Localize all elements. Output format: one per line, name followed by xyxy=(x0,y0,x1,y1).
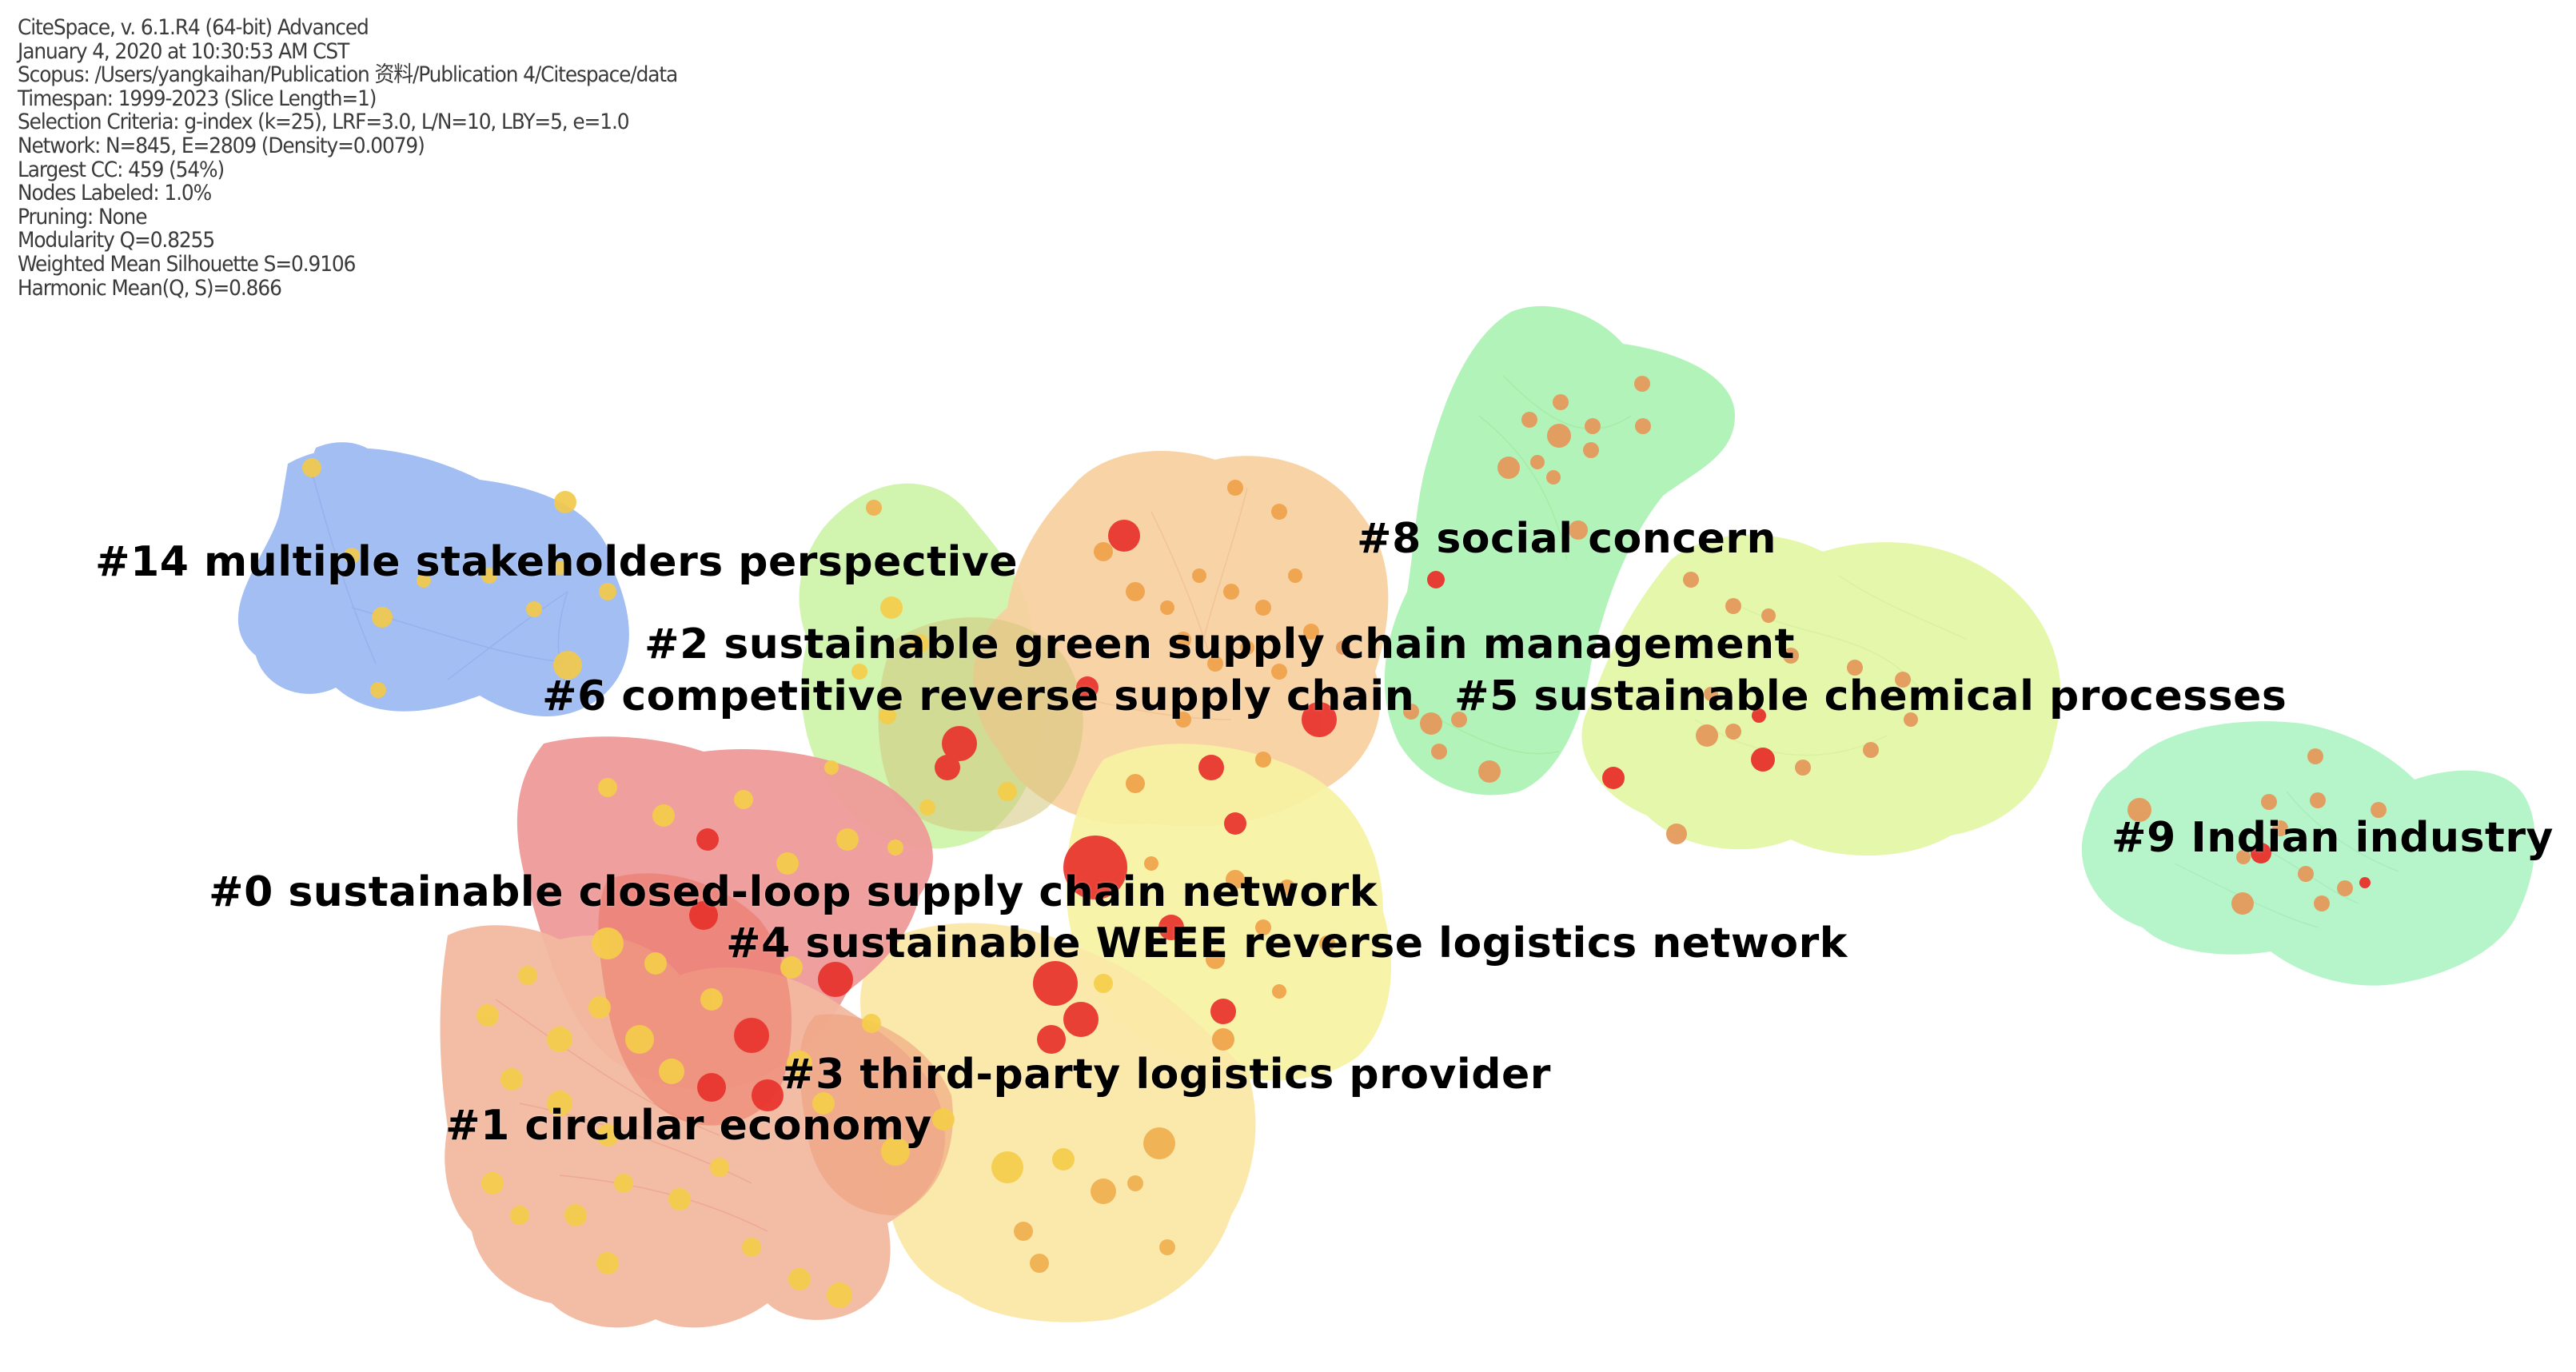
nodes-cluster-14 xyxy=(302,458,616,698)
header-line-software: CiteSpace, v. 6.1.R4 (64-bit) Advanced xyxy=(18,15,369,40)
cluster-9-region xyxy=(2081,721,2535,986)
cluster-label-14[interactable]: #14 multiple stakeholders perspective xyxy=(95,538,1019,586)
header-line-date: January 4, 2020 at 10:30:53 AM CST xyxy=(18,38,349,64)
cluster-label-1[interactable]: #1 circular economy xyxy=(445,1102,932,1150)
header-line-harmonic-mean: Harmonic Mean(Q, S)=0.866 xyxy=(18,275,282,301)
nodes-cluster-1-3 xyxy=(477,966,1175,1308)
nodes-cluster-0 xyxy=(592,778,1127,1054)
cluster-label-5[interactable]: #5 sustainable chemical processes xyxy=(1454,672,2287,720)
cluster-label-8[interactable]: #8 social concern xyxy=(1357,515,1777,563)
cluster-label-0[interactable]: #0 sustainable closed-loop supply chain … xyxy=(209,868,1378,916)
cluster-14-region xyxy=(237,442,629,717)
nodes-cluster-8 xyxy=(1403,376,1651,783)
header-line-silhouette: Weighted Mean Silhouette S=0.9106 xyxy=(18,251,356,277)
cluster-label-9[interactable]: #9 Indian industry xyxy=(2111,814,2554,862)
network-summary-header: CiteSpace, v. 6.1.R4 (64-bit) Advanced J… xyxy=(18,15,678,301)
header-line-timespan: Timespan: 1999-2023 (Slice Length=1) xyxy=(18,86,377,111)
header-line-network: Network: N=845, E=2809 (Density=0.0079) xyxy=(18,133,425,158)
header-line-largest-cc: Largest CC: 459 (54%) xyxy=(18,157,225,182)
nodes-cluster-4 xyxy=(1094,856,1335,1051)
nodes-cluster-5 xyxy=(1602,572,1918,844)
cluster-3-region xyxy=(856,923,1256,1322)
cluster-label-2[interactable]: #2 sustainable green supply chain manage… xyxy=(644,620,1795,668)
cluster-label-3[interactable]: #3 third-party logistics provider xyxy=(780,1051,1551,1099)
header-line-selection: Selection Criteria: g-index (k=25), LRF=… xyxy=(18,110,630,135)
cluster-5-region xyxy=(1581,534,2061,856)
nodes-cluster-6 xyxy=(824,500,1017,816)
header-line-source: Scopus: /Users/yangkaihan/Publication 资料… xyxy=(18,62,678,88)
header-line-pruning: Pruning: None xyxy=(18,204,147,229)
nodes-cluster-9 xyxy=(2127,748,2387,915)
cluster-1-region xyxy=(440,925,953,1328)
cluster-label-4[interactable]: #4 sustainable WEEE reverse logistics ne… xyxy=(726,919,1848,967)
cluster-label-6[interactable]: #6 competitive reverse supply chain xyxy=(542,672,1415,720)
header-line-modularity: Modularity Q=0.8255 xyxy=(18,228,215,253)
header-line-nodes-labeled: Nodes Labeled: 1.0% xyxy=(18,181,212,206)
nodes-cluster-2 xyxy=(1076,480,1350,835)
